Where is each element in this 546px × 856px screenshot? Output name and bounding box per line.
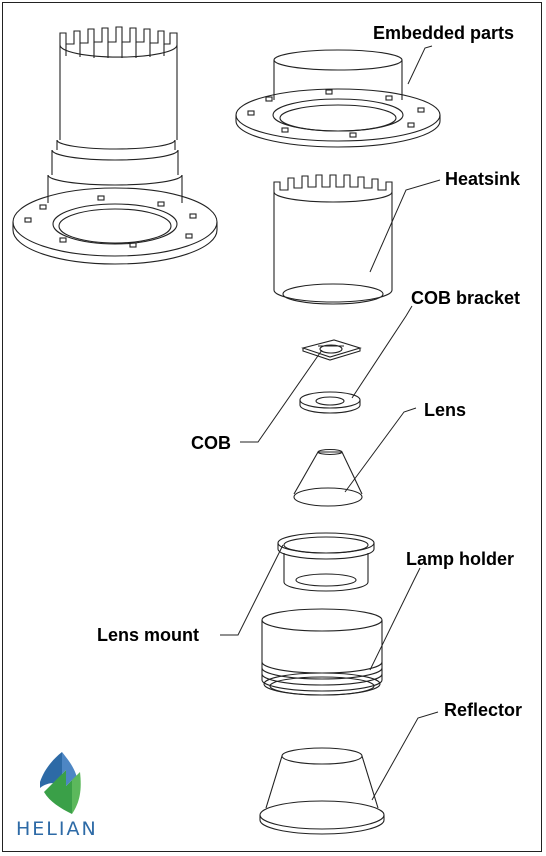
cob-part <box>301 339 362 361</box>
lens-mount-part <box>277 532 375 592</box>
lens-part <box>293 448 363 507</box>
lens-label: Lens <box>424 400 467 420</box>
lamp-holder-part <box>261 608 383 696</box>
helian-logo-icon <box>40 752 81 814</box>
reflector-label: Reflector <box>444 700 523 720</box>
heatsink-part <box>273 174 393 305</box>
cob-bracket-part <box>299 391 361 414</box>
brand-name: HELIAN <box>16 818 98 840</box>
lamp-holder-label: Lamp holder <box>406 549 515 569</box>
assembled-fixture <box>12 26 218 265</box>
reflector-part <box>259 747 385 835</box>
leader-lines <box>220 45 441 801</box>
heatsink-label: Heatsink <box>445 169 521 189</box>
embedded-parts-part <box>235 49 441 148</box>
cob-bracket-label: COB bracket <box>411 288 521 308</box>
cob-label: COB <box>191 433 231 453</box>
lens-mount-label: Lens mount <box>97 625 199 645</box>
embedded-parts-label: Embedded parts <box>373 23 515 43</box>
